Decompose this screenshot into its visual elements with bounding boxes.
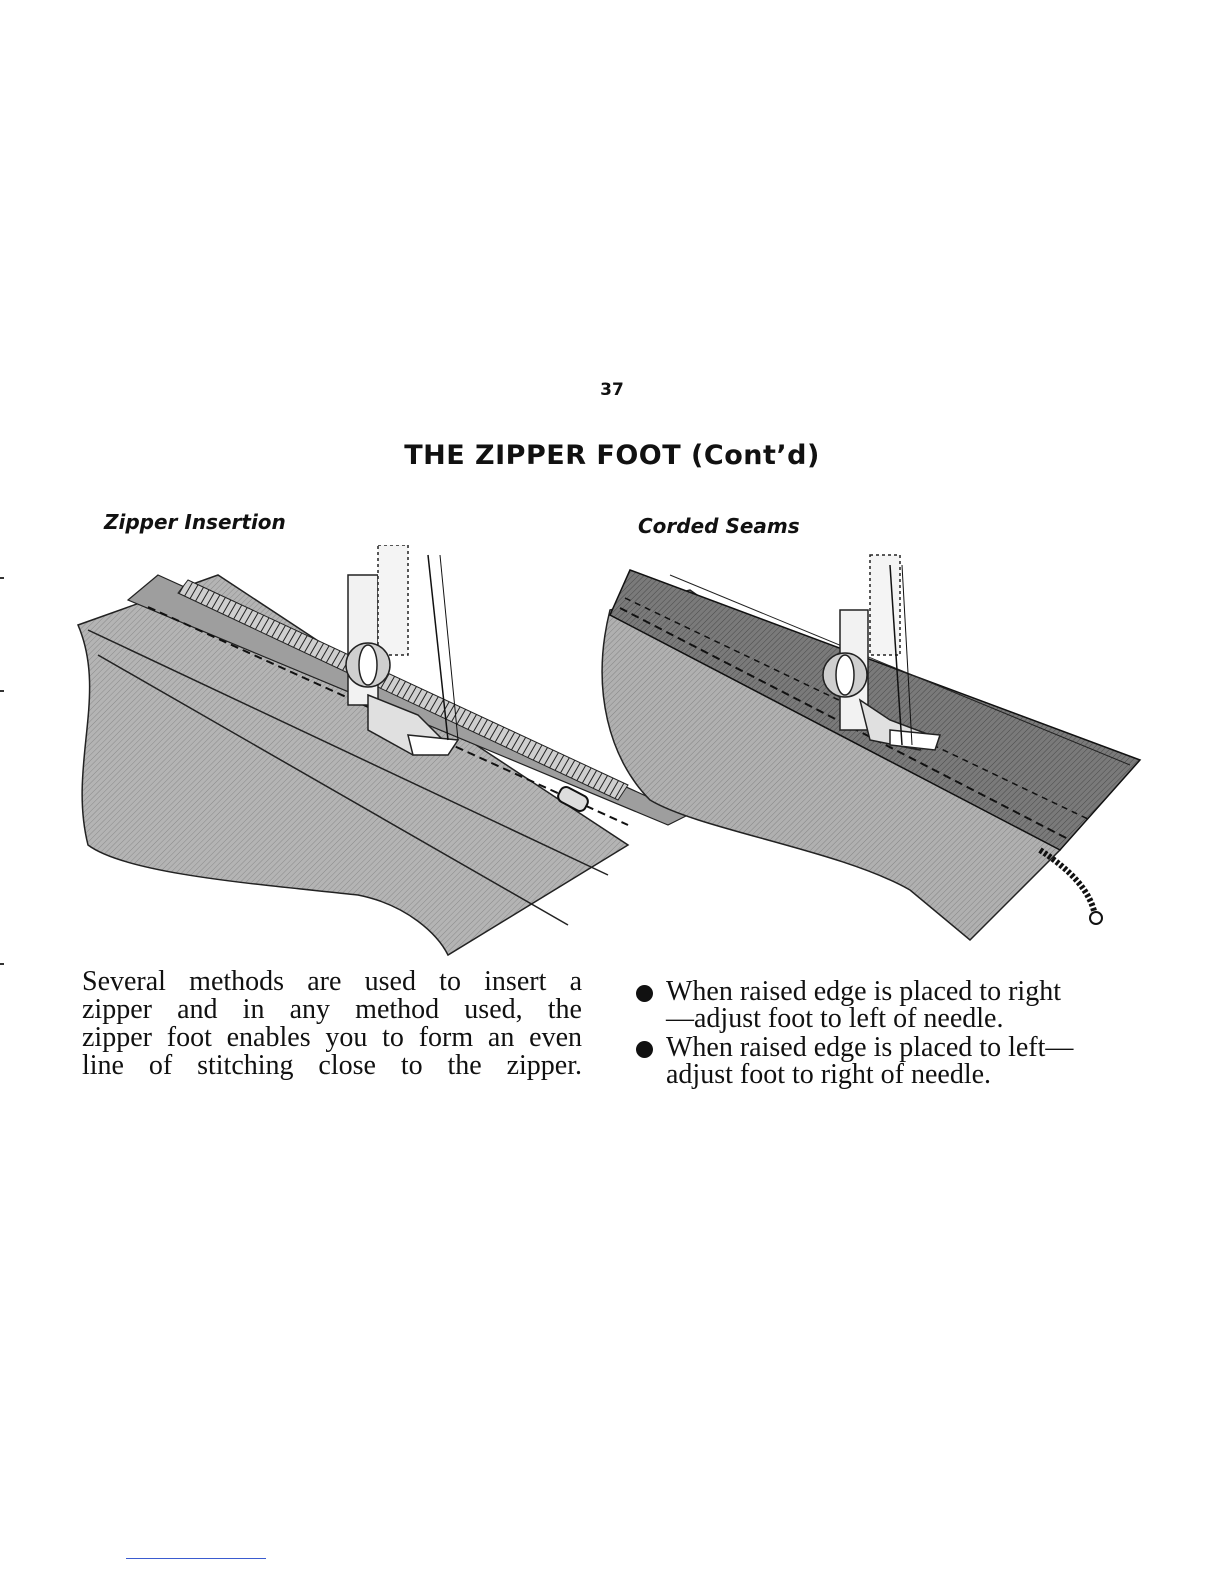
paragraph-line: Several methods are used to insert a bbox=[82, 966, 582, 997]
bullet-icon bbox=[636, 1041, 653, 1058]
scan-edge-mark bbox=[0, 963, 4, 965]
instruction-line: adjust foot to right of needle. bbox=[666, 1059, 992, 1090]
paragraph-line: zipper foot enables you to form an even bbox=[82, 1022, 582, 1053]
zipper-insertion-illustration bbox=[76, 545, 688, 957]
corded-seams-instructions: When raised edge is placed to right —adj… bbox=[634, 978, 1144, 1090]
instruction-line: —adjust foot to left of needle. bbox=[666, 1003, 1004, 1034]
instruction-item: When raised edge is placed to left— adju… bbox=[634, 1032, 1144, 1090]
paragraph-line: line of stitching close to the zipper. bbox=[82, 1050, 582, 1081]
zipper-insertion-caption: Zipper Insertion bbox=[104, 510, 286, 534]
corded-seams-illustration bbox=[601, 554, 1142, 942]
zipper-insertion-paragraph: Several methods are used to insert a zip… bbox=[82, 968, 582, 1080]
footer-rule bbox=[126, 1558, 266, 1559]
scan-edge-mark bbox=[0, 577, 4, 579]
instruction-line: When raised edge is placed to right bbox=[666, 976, 1061, 1007]
page-number: 37 bbox=[600, 380, 624, 400]
scan-edge-mark bbox=[0, 690, 4, 692]
corded-seams-caption: Corded Seams bbox=[638, 514, 800, 538]
instruction-item: When raised edge is placed to right —adj… bbox=[634, 976, 1144, 1034]
paragraph-line: zipper and in any method used, the bbox=[82, 994, 582, 1025]
page-title: THE ZIPPER FOOT (Cont’d) bbox=[404, 440, 820, 471]
bullet-icon bbox=[636, 985, 653, 1002]
instruction-line: When raised edge is placed to left— bbox=[666, 1032, 1074, 1063]
